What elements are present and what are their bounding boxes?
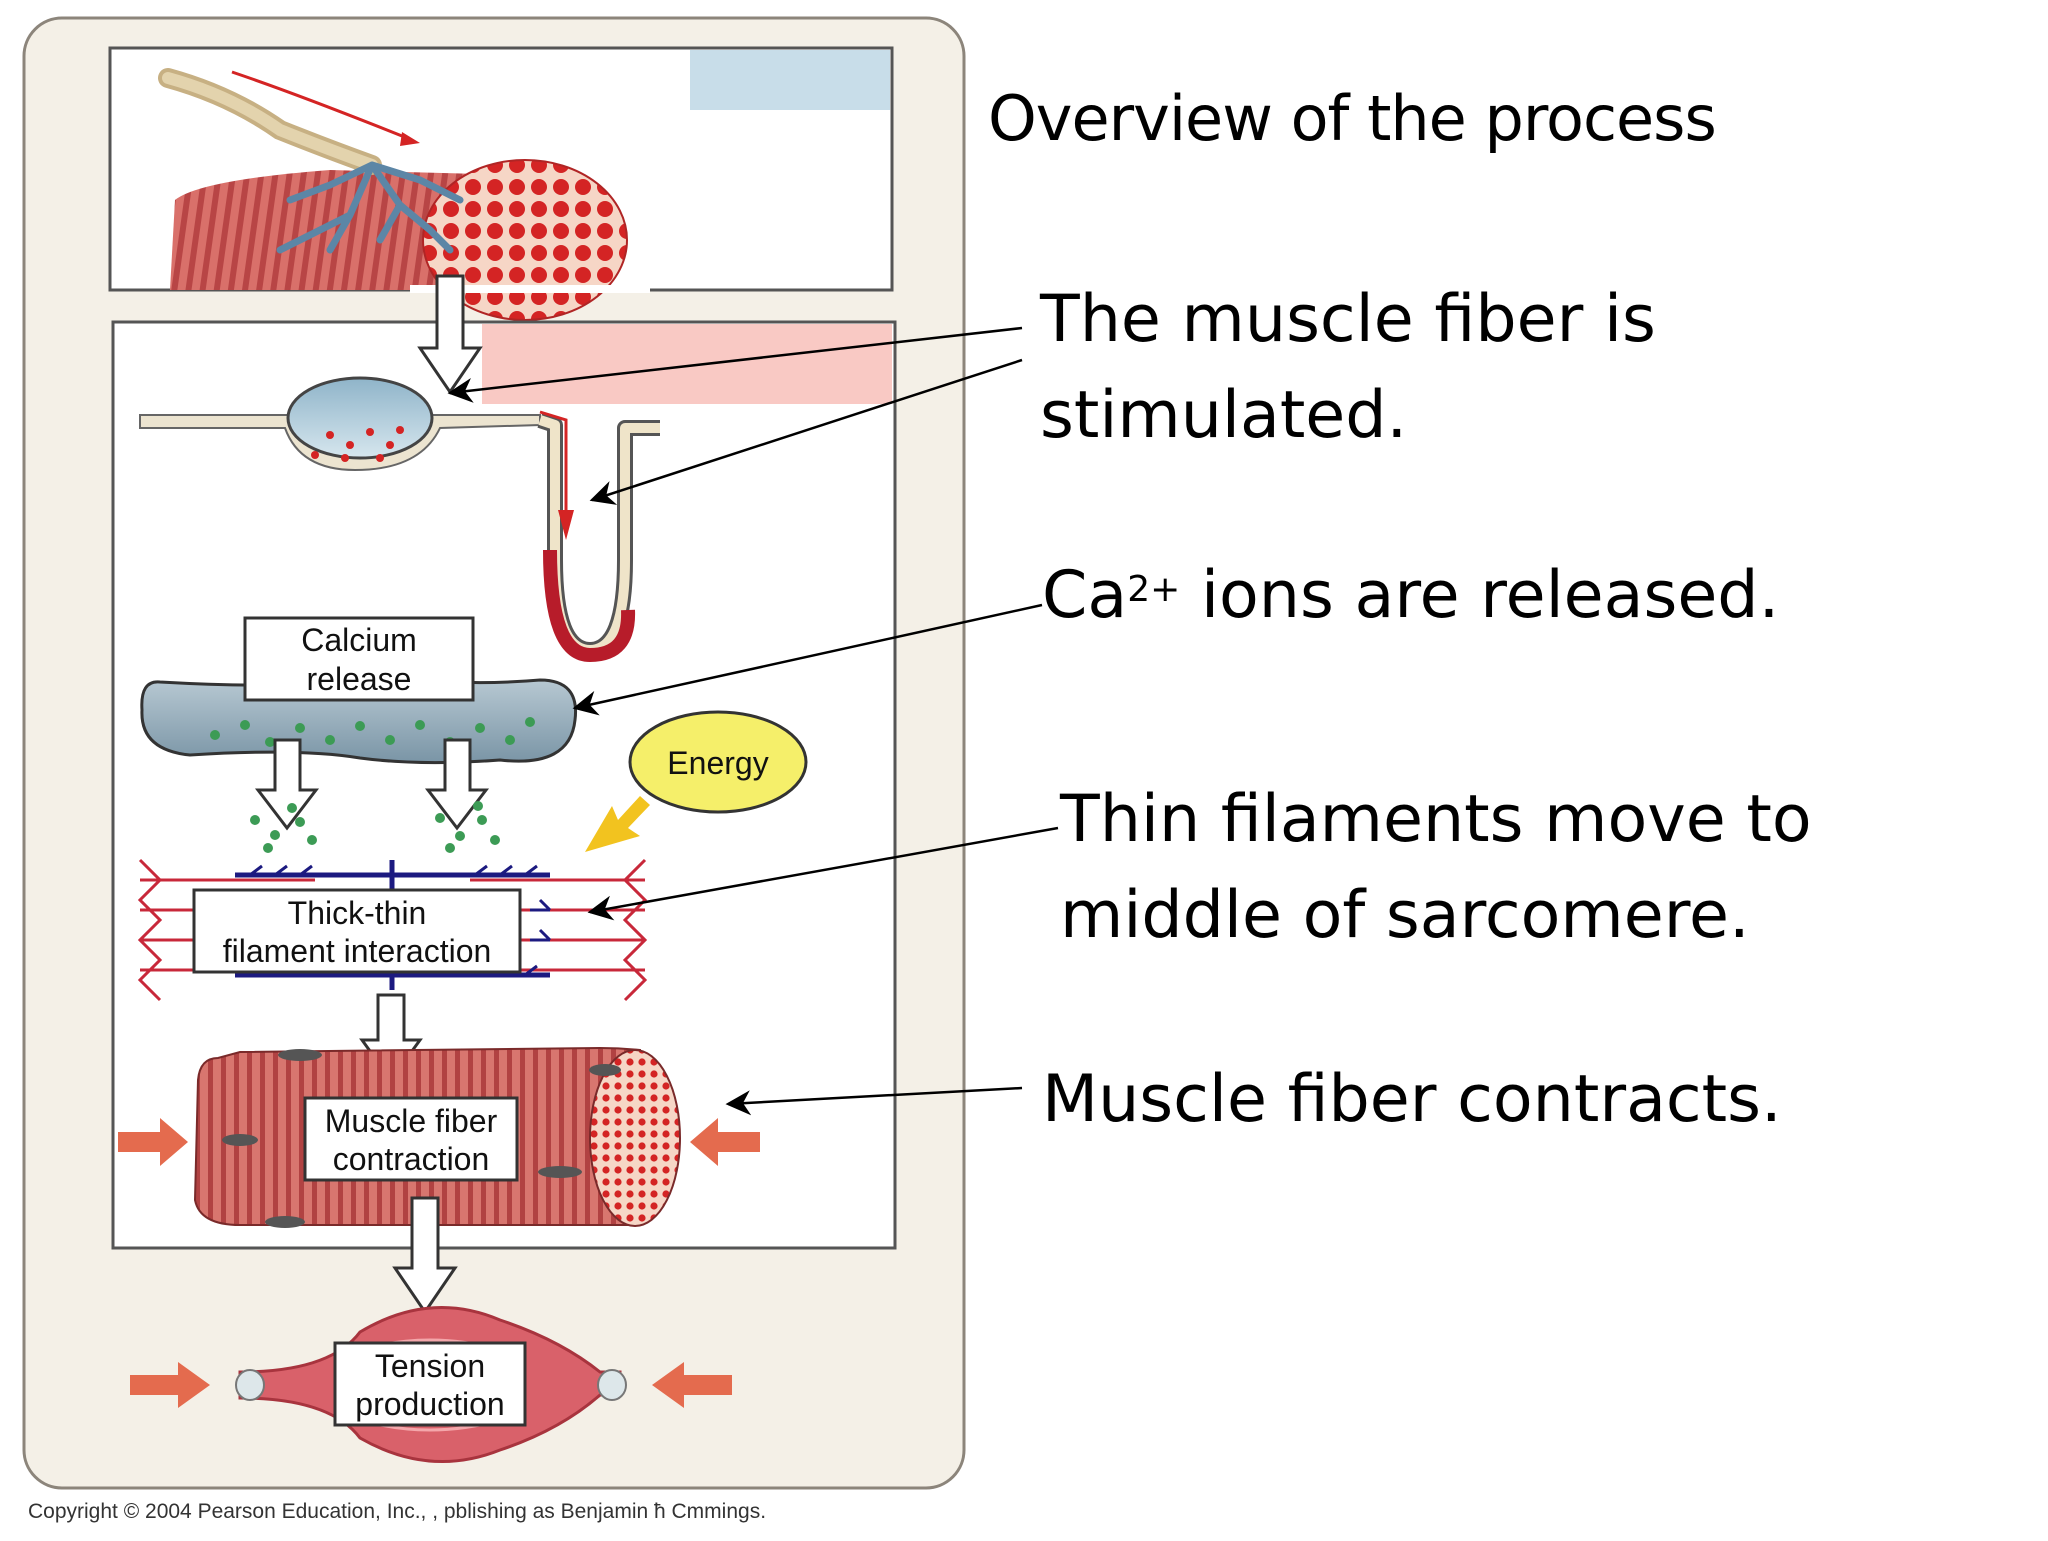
note-calcium-prefix: Ca	[1042, 558, 1128, 633]
calcium-ions	[250, 801, 500, 853]
pointer-contracts	[725, 1086, 1023, 1116]
pointer-filaments	[587, 826, 1059, 921]
muscle-fiber-top	[170, 159, 650, 321]
copyright-notice: Copyright © 2004 Pearson Education, Inc.…	[28, 1500, 767, 1523]
tension-production-line2: production	[355, 1386, 504, 1422]
compression-arrows-muscle	[130, 1362, 732, 1408]
pink-label-block	[482, 324, 892, 404]
calcium-release-line2: release	[307, 661, 412, 697]
tension-production-line1: Tension	[375, 1348, 485, 1384]
tension-production-box	[333, 1341, 527, 1427]
calcium-release-line1: Calcium	[301, 622, 417, 658]
energy-arrow	[585, 796, 650, 852]
nerve-axon	[158, 68, 464, 254]
note-calcium: Ca2+ ions are released.	[1042, 548, 1779, 644]
flow-arrows-calcium	[254, 738, 490, 831]
note-filaments-line2: middle of sarcomere.	[1060, 878, 1750, 953]
flow-arrow-4	[392, 1196, 458, 1315]
note-contracts: Muscle fiber contracts.	[1042, 1052, 1782, 1148]
fiber-contraction-line1: Muscle fiber	[325, 1103, 498, 1139]
blue-label-block	[690, 50, 890, 110]
pointer-stimulated-1	[447, 326, 1023, 403]
note-contracts-line1: Muscle fiber contracts.	[1042, 1062, 1782, 1137]
pointer-stimulated-2	[589, 358, 1023, 505]
note-stimulated-line2: stimulated.	[1040, 378, 1408, 453]
note-calcium-suffix: ions are released.	[1180, 558, 1780, 633]
pointer-lines	[447, 326, 1059, 1116]
fiber-contraction-box	[303, 1096, 519, 1182]
filament-interaction-line2: filament interaction	[223, 933, 492, 969]
energy-label: Energy	[667, 745, 768, 781]
filament-interaction-line1: Thick-thin	[288, 895, 427, 931]
note-calcium-superscript: 2+	[1127, 569, 1181, 610]
note-stimulated: The muscle fiber is stimulated.	[1040, 272, 1656, 464]
note-filaments-line1: Thin filaments move to	[1060, 782, 1812, 857]
slide-title: Overview of the process	[988, 82, 1717, 155]
fiber-contraction-line2: contraction	[333, 1141, 490, 1177]
note-filaments: Thin filaments move to middle of sarcome…	[1060, 772, 1812, 964]
filament-interaction-box	[192, 888, 522, 974]
t-tubule	[537, 410, 660, 663]
note-stimulated-line1: The muscle fiber is	[1040, 282, 1656, 357]
synaptic-vesicle	[139, 376, 541, 472]
flow-arrow-1	[417, 274, 483, 395]
compression-arrows-fiber	[118, 1118, 760, 1166]
energy-ellipse	[628, 710, 808, 814]
calcium-release-box	[243, 616, 475, 702]
pointer-calcium	[572, 603, 1043, 716]
